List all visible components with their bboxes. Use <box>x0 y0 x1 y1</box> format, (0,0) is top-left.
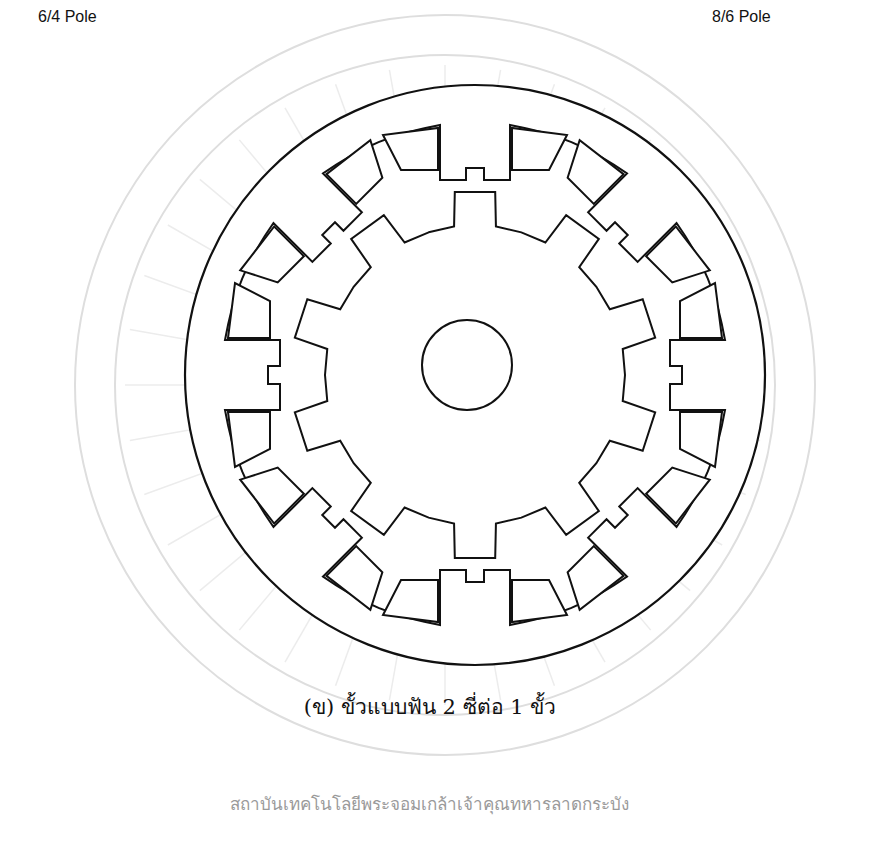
pole-configuration-label: 6/4 Pole <box>38 8 97 26</box>
stator-winding <box>228 412 270 467</box>
watermark-seal <box>75 15 815 755</box>
stator-winding <box>568 140 624 204</box>
stator-winding <box>228 283 270 338</box>
stator-yoke <box>185 85 765 665</box>
stator-winding <box>646 468 710 524</box>
stator-winding <box>240 227 304 283</box>
figure-caption: (ข) ขั้วแบบฟัน 2 ซี่ต่อ 1 ขั้ว <box>304 690 556 723</box>
stator-winding <box>646 227 710 283</box>
stator-winding <box>383 580 438 622</box>
shaft <box>422 320 512 410</box>
stator-winding <box>240 468 304 524</box>
watermark: สถาบันเทคโนโลยีพระจอมเกล้าเจ้าคุณทหารลาด… <box>230 790 629 817</box>
stator-winding <box>568 546 624 610</box>
stator-winding <box>680 283 722 338</box>
pole-configuration-label: 8/6 Pole <box>712 8 771 26</box>
stator-winding <box>512 580 567 622</box>
stator-poles <box>225 125 725 625</box>
stator-winding <box>327 546 383 610</box>
stator-winding <box>383 128 438 170</box>
stator-winding <box>512 128 567 170</box>
stator-winding <box>680 412 722 467</box>
rotor <box>295 192 655 558</box>
stator-winding <box>327 140 383 204</box>
